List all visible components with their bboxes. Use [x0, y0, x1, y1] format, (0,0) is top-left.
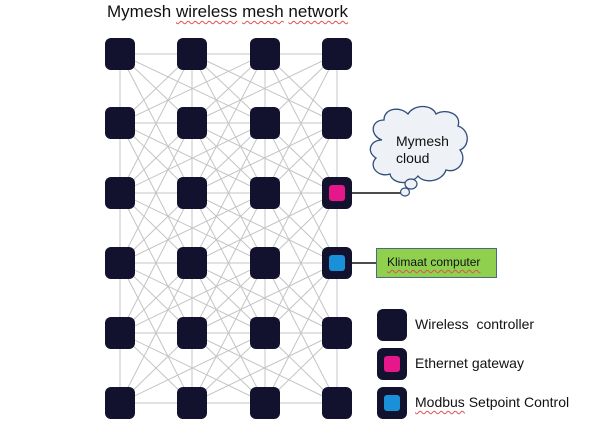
title-word: Mymesh — [107, 2, 172, 21]
ethernet-gateway-node — [322, 177, 352, 209]
mesh-link — [119, 332, 266, 404]
wireless-controller-node — [105, 107, 135, 139]
ethernet-gateway-indicator — [329, 185, 345, 201]
title-word: network — [288, 2, 348, 21]
ethernet-gateway-icon — [377, 348, 407, 380]
wireless-controller-node — [177, 247, 207, 279]
klimaat-computer-box: Klimaat computer — [376, 248, 497, 278]
modbus-setpoint-control-indicator — [329, 255, 345, 271]
cloud-label: Mymesh cloud — [396, 133, 456, 167]
wireless-controller-node — [177, 387, 207, 419]
modbus-setpoint-control-node — [322, 247, 352, 279]
mesh-link — [191, 192, 338, 264]
wireless-controller-node — [105, 317, 135, 349]
wireless-controller-node — [250, 177, 280, 209]
mesh-link — [119, 192, 266, 264]
modbus-setpoint-control-icon — [377, 387, 407, 419]
wireless-controller-icon — [377, 309, 407, 341]
wireless-controller-node — [177, 38, 207, 70]
wireless-controller-node — [322, 38, 352, 70]
wireless-controller-node — [250, 317, 280, 349]
mesh-link — [119, 122, 266, 194]
wireless-controller-node — [322, 387, 352, 419]
cloud-bubble — [399, 187, 411, 197]
wireless-controller-node — [177, 177, 207, 209]
wireless-controller-node — [105, 177, 135, 209]
mesh-link — [191, 53, 338, 124]
legend-label: Ethernet gateway — [415, 355, 524, 371]
legend-label: Wireless controller — [415, 316, 535, 332]
cloud-label-line: cloud — [396, 150, 430, 166]
wireless-controller-node — [250, 38, 280, 70]
title-word: wireless — [175, 2, 238, 21]
cloud-label-line: Mymesh — [396, 133, 449, 149]
mesh-link — [119, 53, 266, 124]
cloud-outline — [369, 105, 468, 184]
diagram-title: Mymesh wireless mesh network — [107, 2, 348, 22]
wireless-controller-node — [105, 247, 135, 279]
mesh-link — [191, 122, 338, 194]
mesh-link — [119, 262, 266, 334]
title-word: mesh — [242, 2, 284, 21]
gateway-indicator — [384, 356, 400, 372]
wireless-controller-node — [250, 247, 280, 279]
wireless-controller-node — [322, 317, 352, 349]
wireless-controller-node — [177, 317, 207, 349]
modbus-indicator — [384, 395, 400, 411]
mesh-links — [119, 53, 338, 404]
cloud-bubble — [404, 178, 418, 190]
wireless-controller-node — [322, 107, 352, 139]
wireless-controller-node — [250, 107, 280, 139]
legend-label-word: Modbus — [415, 394, 465, 410]
legend-label: Modbus Setpoint Control — [415, 394, 569, 410]
wireless-controller-node — [105, 38, 135, 70]
legend-label-rest: Setpoint Control — [464, 394, 570, 410]
cloud-shape — [369, 105, 468, 197]
wireless-controller-node — [105, 387, 135, 419]
wireless-controller-node — [177, 107, 207, 139]
mesh-link — [191, 262, 338, 334]
mesh-link — [191, 332, 338, 404]
wireless-controller-node — [250, 387, 280, 419]
klimaat-label: Klimaat computer — [387, 255, 481, 269]
